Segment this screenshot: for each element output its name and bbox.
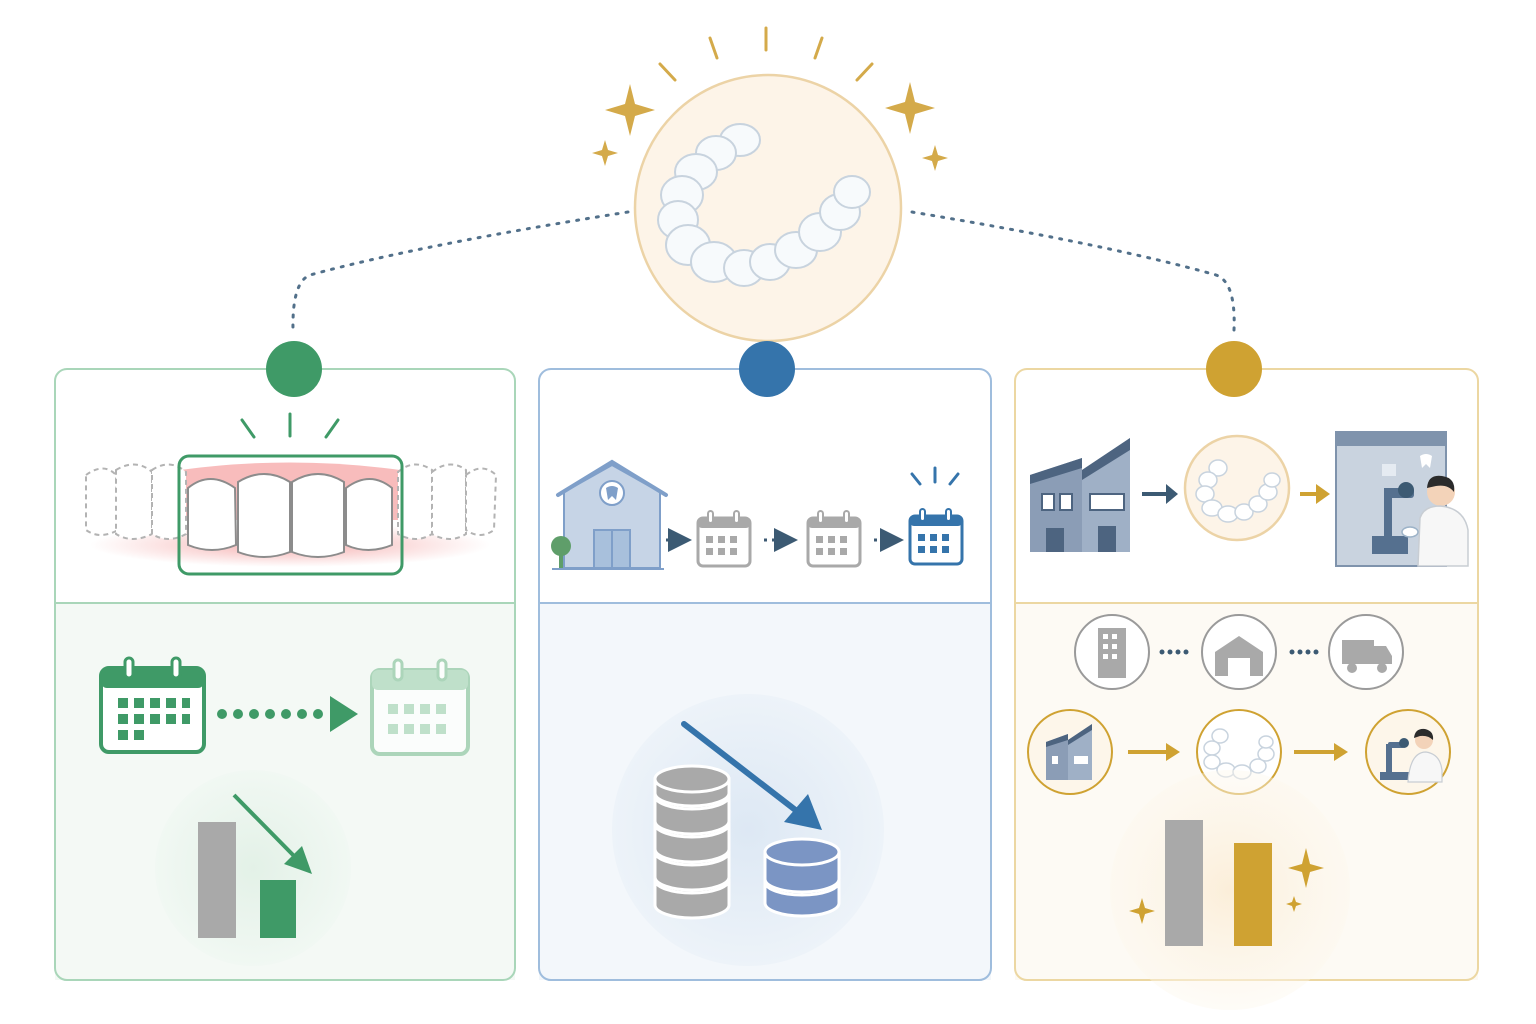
calendar-icon-green-faded [370, 658, 470, 756]
tree-icon [551, 536, 571, 556]
sparkle-icon [1129, 848, 1324, 924]
coin-stack-small [763, 837, 841, 918]
bar-before [1165, 820, 1203, 946]
dotted-connectors [291, 210, 1236, 332]
factory-icon-small [1046, 724, 1092, 780]
calendar-shift-icon [99, 656, 470, 756]
hero-group [592, 26, 948, 343]
dotted-arrow-green [217, 696, 358, 732]
tooth-row-highlight-icon [85, 412, 498, 576]
calendar-icon-gray [806, 510, 862, 568]
panel-right-marker [1206, 341, 1262, 397]
calendar-icon-gray [696, 510, 752, 568]
bar-gold-sparkle-icon [1110, 770, 1350, 1010]
clear-aligner-icon [1195, 459, 1281, 523]
clinic-visit-sequence-icon [551, 459, 964, 570]
lab-technician-icon-small [1380, 728, 1443, 783]
factory-to-technician-icon [1030, 431, 1469, 567]
bar-after [1234, 843, 1272, 946]
truck-icon [1342, 640, 1392, 673]
clinic-building-icon [551, 459, 668, 570]
highlight-frame [177, 454, 404, 576]
calendar-icon-green [99, 656, 206, 754]
calendar-icon-blue [908, 466, 964, 566]
warehouse-icon [1215, 636, 1263, 676]
coin-stack-large [653, 764, 731, 920]
bar-before [198, 822, 236, 938]
panel-left-marker [266, 341, 322, 397]
sparkle-icon [592, 82, 948, 171]
lab-technician-icon [1335, 431, 1469, 567]
clear-aligner-icon [657, 123, 871, 287]
supply-chain-icon [1027, 614, 1451, 795]
bar-decrease-icon [155, 770, 351, 966]
factory-icon [1030, 438, 1130, 552]
panel-center-marker [739, 341, 795, 397]
coin-stack-decrease-icon [612, 694, 884, 966]
sun-rays [658, 26, 874, 82]
bar-after [260, 880, 296, 938]
